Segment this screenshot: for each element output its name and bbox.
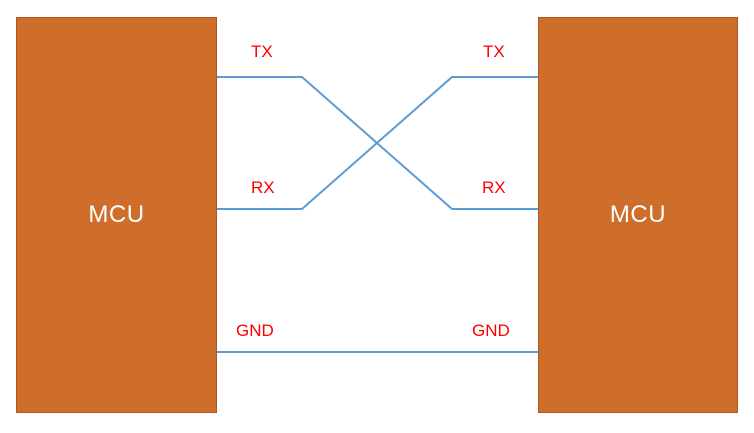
- mcu-block-left: MCU: [16, 17, 217, 413]
- right-tx-label: TX: [483, 42, 505, 61]
- mcu-label-right: MCU: [609, 201, 667, 228]
- left-rx-label: RX: [251, 178, 275, 197]
- left-gnd-label: GND: [236, 321, 274, 340]
- wire-left-rx-to-right-tx: [217, 76, 538, 210]
- mcu-label-left: MCU: [88, 201, 145, 228]
- right-rx-label: RX: [482, 178, 506, 197]
- left-tx-label: TX: [251, 42, 273, 61]
- mcu-block-right: MCU: [538, 17, 738, 413]
- right-gnd-label: GND: [472, 321, 510, 340]
